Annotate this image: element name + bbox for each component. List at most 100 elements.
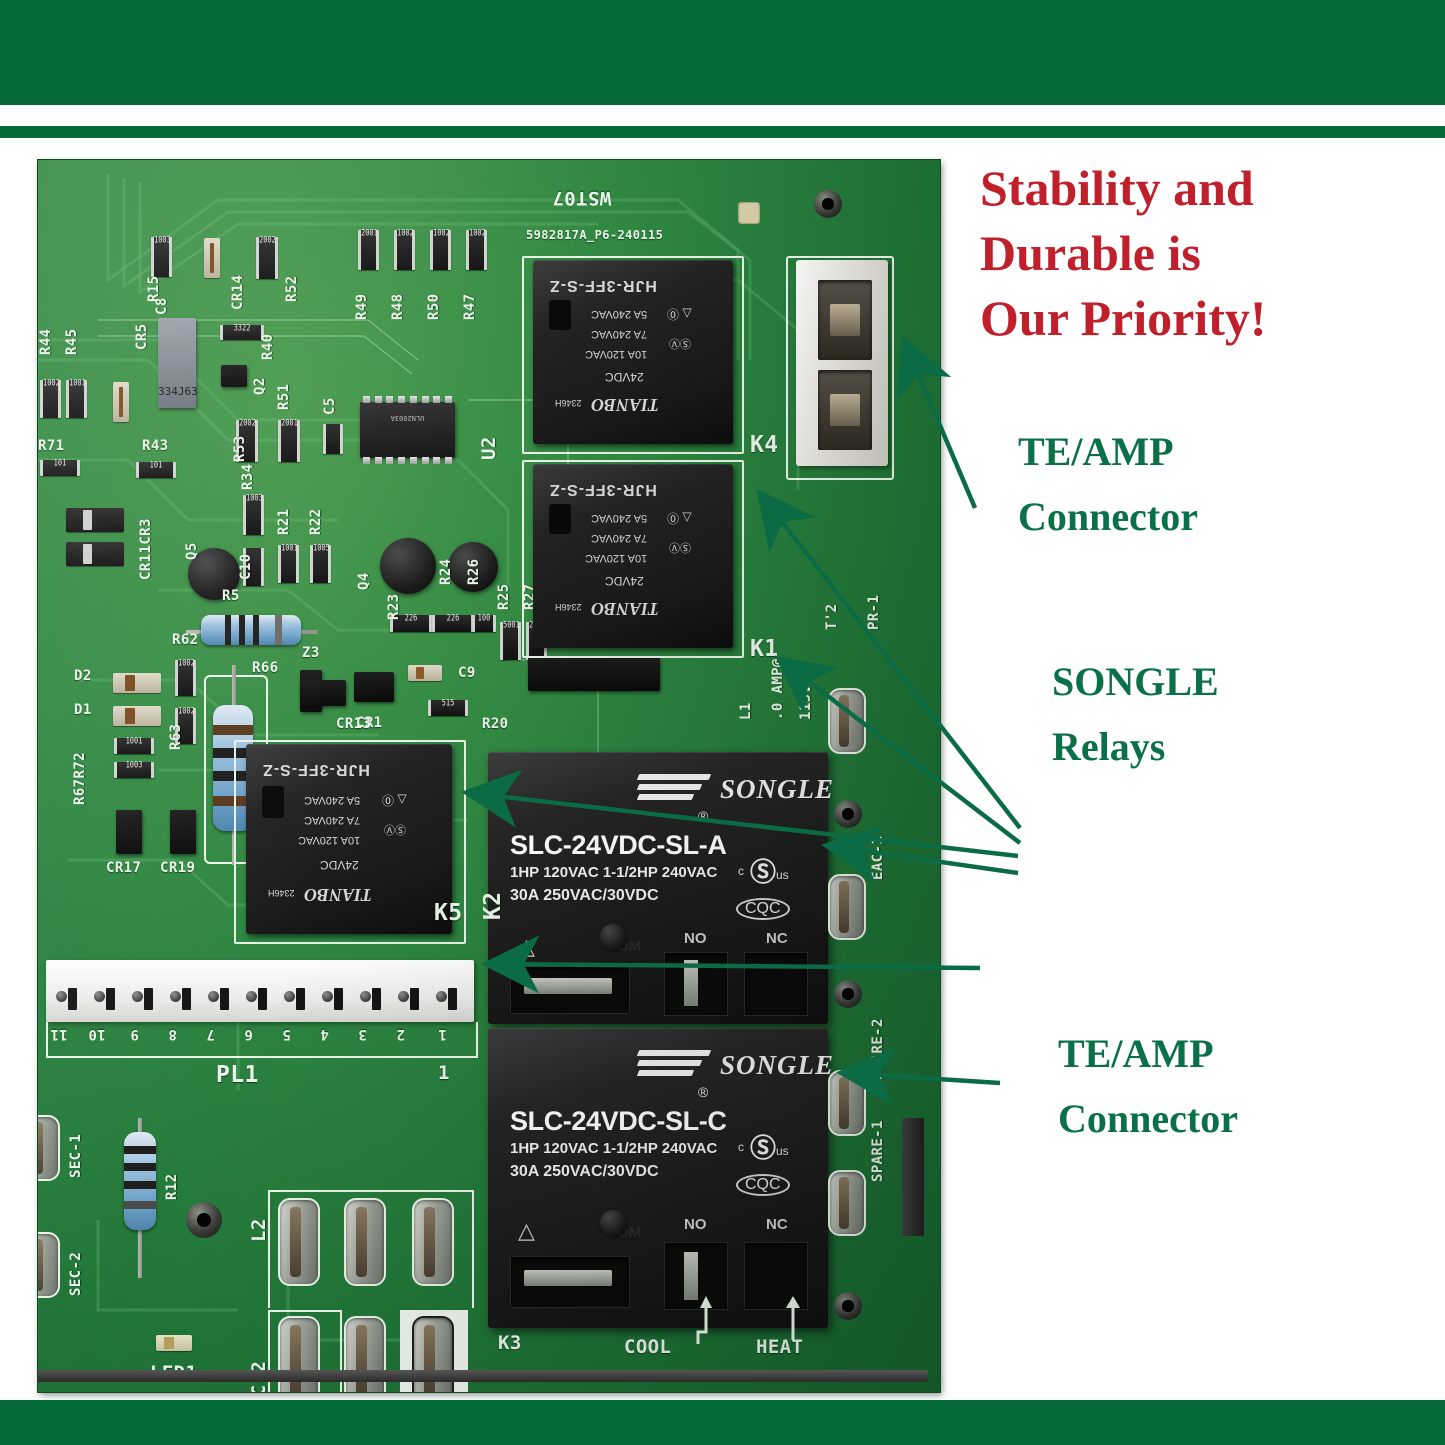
- label-t2: T'2: [824, 603, 840, 631]
- k2-warning-triangle-icon: △: [518, 934, 535, 959]
- resistor-r49: 2001: [358, 229, 379, 270]
- k3-terminal-nc[interactable]: [744, 1242, 808, 1310]
- label-r34: R34: [240, 463, 256, 491]
- terminal-spare1[interactable]: [828, 1170, 866, 1236]
- label-r12: R12: [164, 1173, 180, 1201]
- label-r44: R44: [38, 328, 54, 356]
- label-r50: R50: [426, 293, 442, 321]
- diode-cr17: [116, 810, 142, 854]
- resistor-r40: 3322: [220, 324, 264, 340]
- k3-brand: SONGLE: [720, 1050, 835, 1080]
- k1-rating-3: 10A 120VAC: [585, 552, 648, 564]
- k5-outline: [234, 740, 466, 944]
- k3-registered-mark: ®: [698, 1084, 709, 1100]
- relay-k2: SONGLE ® SLC-24VDC-SL-A 1HP 120VAC 1-1/2…: [488, 752, 833, 1024]
- resistor-r71: 101: [40, 459, 80, 476]
- label-k2: K2: [480, 891, 506, 921]
- label-q5: Q5: [184, 542, 200, 560]
- resistor-r5: [201, 615, 301, 645]
- label-heat: HEAT: [756, 1336, 804, 1358]
- diode-cr13: [300, 680, 346, 706]
- label-r51: R51: [276, 383, 292, 411]
- k3-part-number: SLC-24VDC-SL-C: [510, 1106, 727, 1136]
- terminal-eac1[interactable]: [828, 874, 866, 940]
- capacitor-c10: [243, 548, 264, 586]
- label-cr17: CR17: [106, 860, 142, 876]
- resistor-r47: 1002: [466, 229, 487, 270]
- resistor-r48: 1002: [394, 229, 415, 270]
- pcb-side-tab: [902, 1118, 924, 1236]
- resistor-r63: 1002: [175, 707, 196, 744]
- transistor-q3: [448, 542, 498, 592]
- u2-marking: ULN2003A: [390, 414, 425, 422]
- terminal-sec1[interactable]: [38, 1115, 60, 1181]
- terminal-l2-c[interactable]: [412, 1198, 454, 1286]
- resistor-r21: 1001: [278, 544, 299, 583]
- callout-te-amp-bottom-line-1: TE/AMP: [1058, 1031, 1214, 1076]
- neutral-group-outline: [268, 1310, 342, 1392]
- resistor-r67: 1001: [114, 737, 154, 754]
- label-r49: R49: [354, 293, 370, 321]
- resistor-r50: 1002: [430, 229, 451, 270]
- k1-outline: [522, 460, 744, 658]
- headline-line-2: Durable is: [980, 225, 1201, 281]
- k3-terminal-label-no: NO: [684, 1216, 707, 1233]
- terminal-l2-b[interactable]: [344, 1198, 386, 1286]
- k5-rating-2: 7A 240VAC: [304, 814, 361, 826]
- k3-terminal-label-nc: NC: [766, 1216, 788, 1233]
- board-id-label: WST07: [552, 187, 612, 209]
- label-r67-r72: R67R72: [72, 752, 88, 805]
- terminal-l2-a[interactable]: [278, 1198, 320, 1286]
- pl1-pin-3: 3: [358, 1026, 367, 1042]
- label-r48: R48: [390, 293, 406, 321]
- diode-cr5: [113, 382, 129, 422]
- k2-rating-line-2: 30A 250VAC/30VDC: [510, 887, 659, 904]
- label-l1: L1: [738, 702, 754, 720]
- terminal-pr1[interactable]: [828, 688, 866, 754]
- k2-terminal-label-no: NO: [684, 930, 707, 947]
- k3-rating-line-1: 1HP 120VAC 1-1/2HP 240VAC: [510, 1140, 718, 1157]
- label-r47: R47: [462, 293, 478, 321]
- k2-us-text: us: [776, 868, 789, 882]
- pl1-pin-outline: [46, 1022, 478, 1058]
- amp-top-outline: [786, 256, 894, 480]
- te-amp-connector-top[interactable]: [796, 260, 888, 466]
- capacitor-c5: [323, 424, 343, 454]
- label-c5: C5: [322, 397, 338, 415]
- label-d1: D1: [74, 702, 92, 718]
- diode-cr14: [204, 238, 220, 278]
- k3-rivet: [600, 1210, 626, 1236]
- resistor-r45: 1001: [66, 379, 87, 418]
- pl1-pin-8: 8: [168, 1026, 177, 1042]
- label-sec1: SEC-1: [68, 1133, 84, 1178]
- bottom-decorative-band: [0, 1400, 1445, 1445]
- k3-cul-text: c: [738, 1140, 744, 1154]
- callout-songle-line-2: Relays: [1052, 724, 1166, 769]
- k4-rating-1: 5A 240VAC: [591, 308, 648, 320]
- label-q2: Q2: [252, 377, 268, 395]
- diode-d2: [113, 673, 161, 693]
- label-cr14: CR14: [230, 274, 246, 310]
- label-r25: R25: [496, 583, 512, 611]
- k4-part-number: HJR-3FF-S-Z: [549, 277, 657, 294]
- label-k4: K4: [750, 432, 779, 458]
- label-spare2: SPARE-2: [870, 1018, 886, 1080]
- k5-part-number: HJR-3FF-S-Z: [262, 761, 370, 778]
- capacitor-c8: 334J63: [158, 318, 198, 408]
- terminal-spare2[interactable]: [828, 1070, 866, 1136]
- k3-blade-no: [684, 1252, 698, 1300]
- k2-ul-mark: Ⓢ: [750, 858, 777, 887]
- connector-pl1[interactable]: [46, 960, 474, 1022]
- label-r20: R20: [482, 716, 509, 732]
- pl1-pin-2: 2: [396, 1026, 405, 1042]
- k3-blade-com: [524, 1270, 612, 1286]
- k2-terminal-nc[interactable]: [744, 952, 808, 1016]
- transistor-q4: [380, 538, 436, 594]
- terminal-sec2[interactable]: [38, 1232, 60, 1298]
- label-u2: U2: [478, 436, 500, 460]
- resistor-r26: 100: [472, 614, 496, 632]
- label-r52: R52: [284, 275, 300, 303]
- k5-coil-notch: [262, 786, 284, 818]
- k2-registered-mark: ®: [698, 808, 709, 824]
- resistor-r25: 5001: [500, 621, 521, 660]
